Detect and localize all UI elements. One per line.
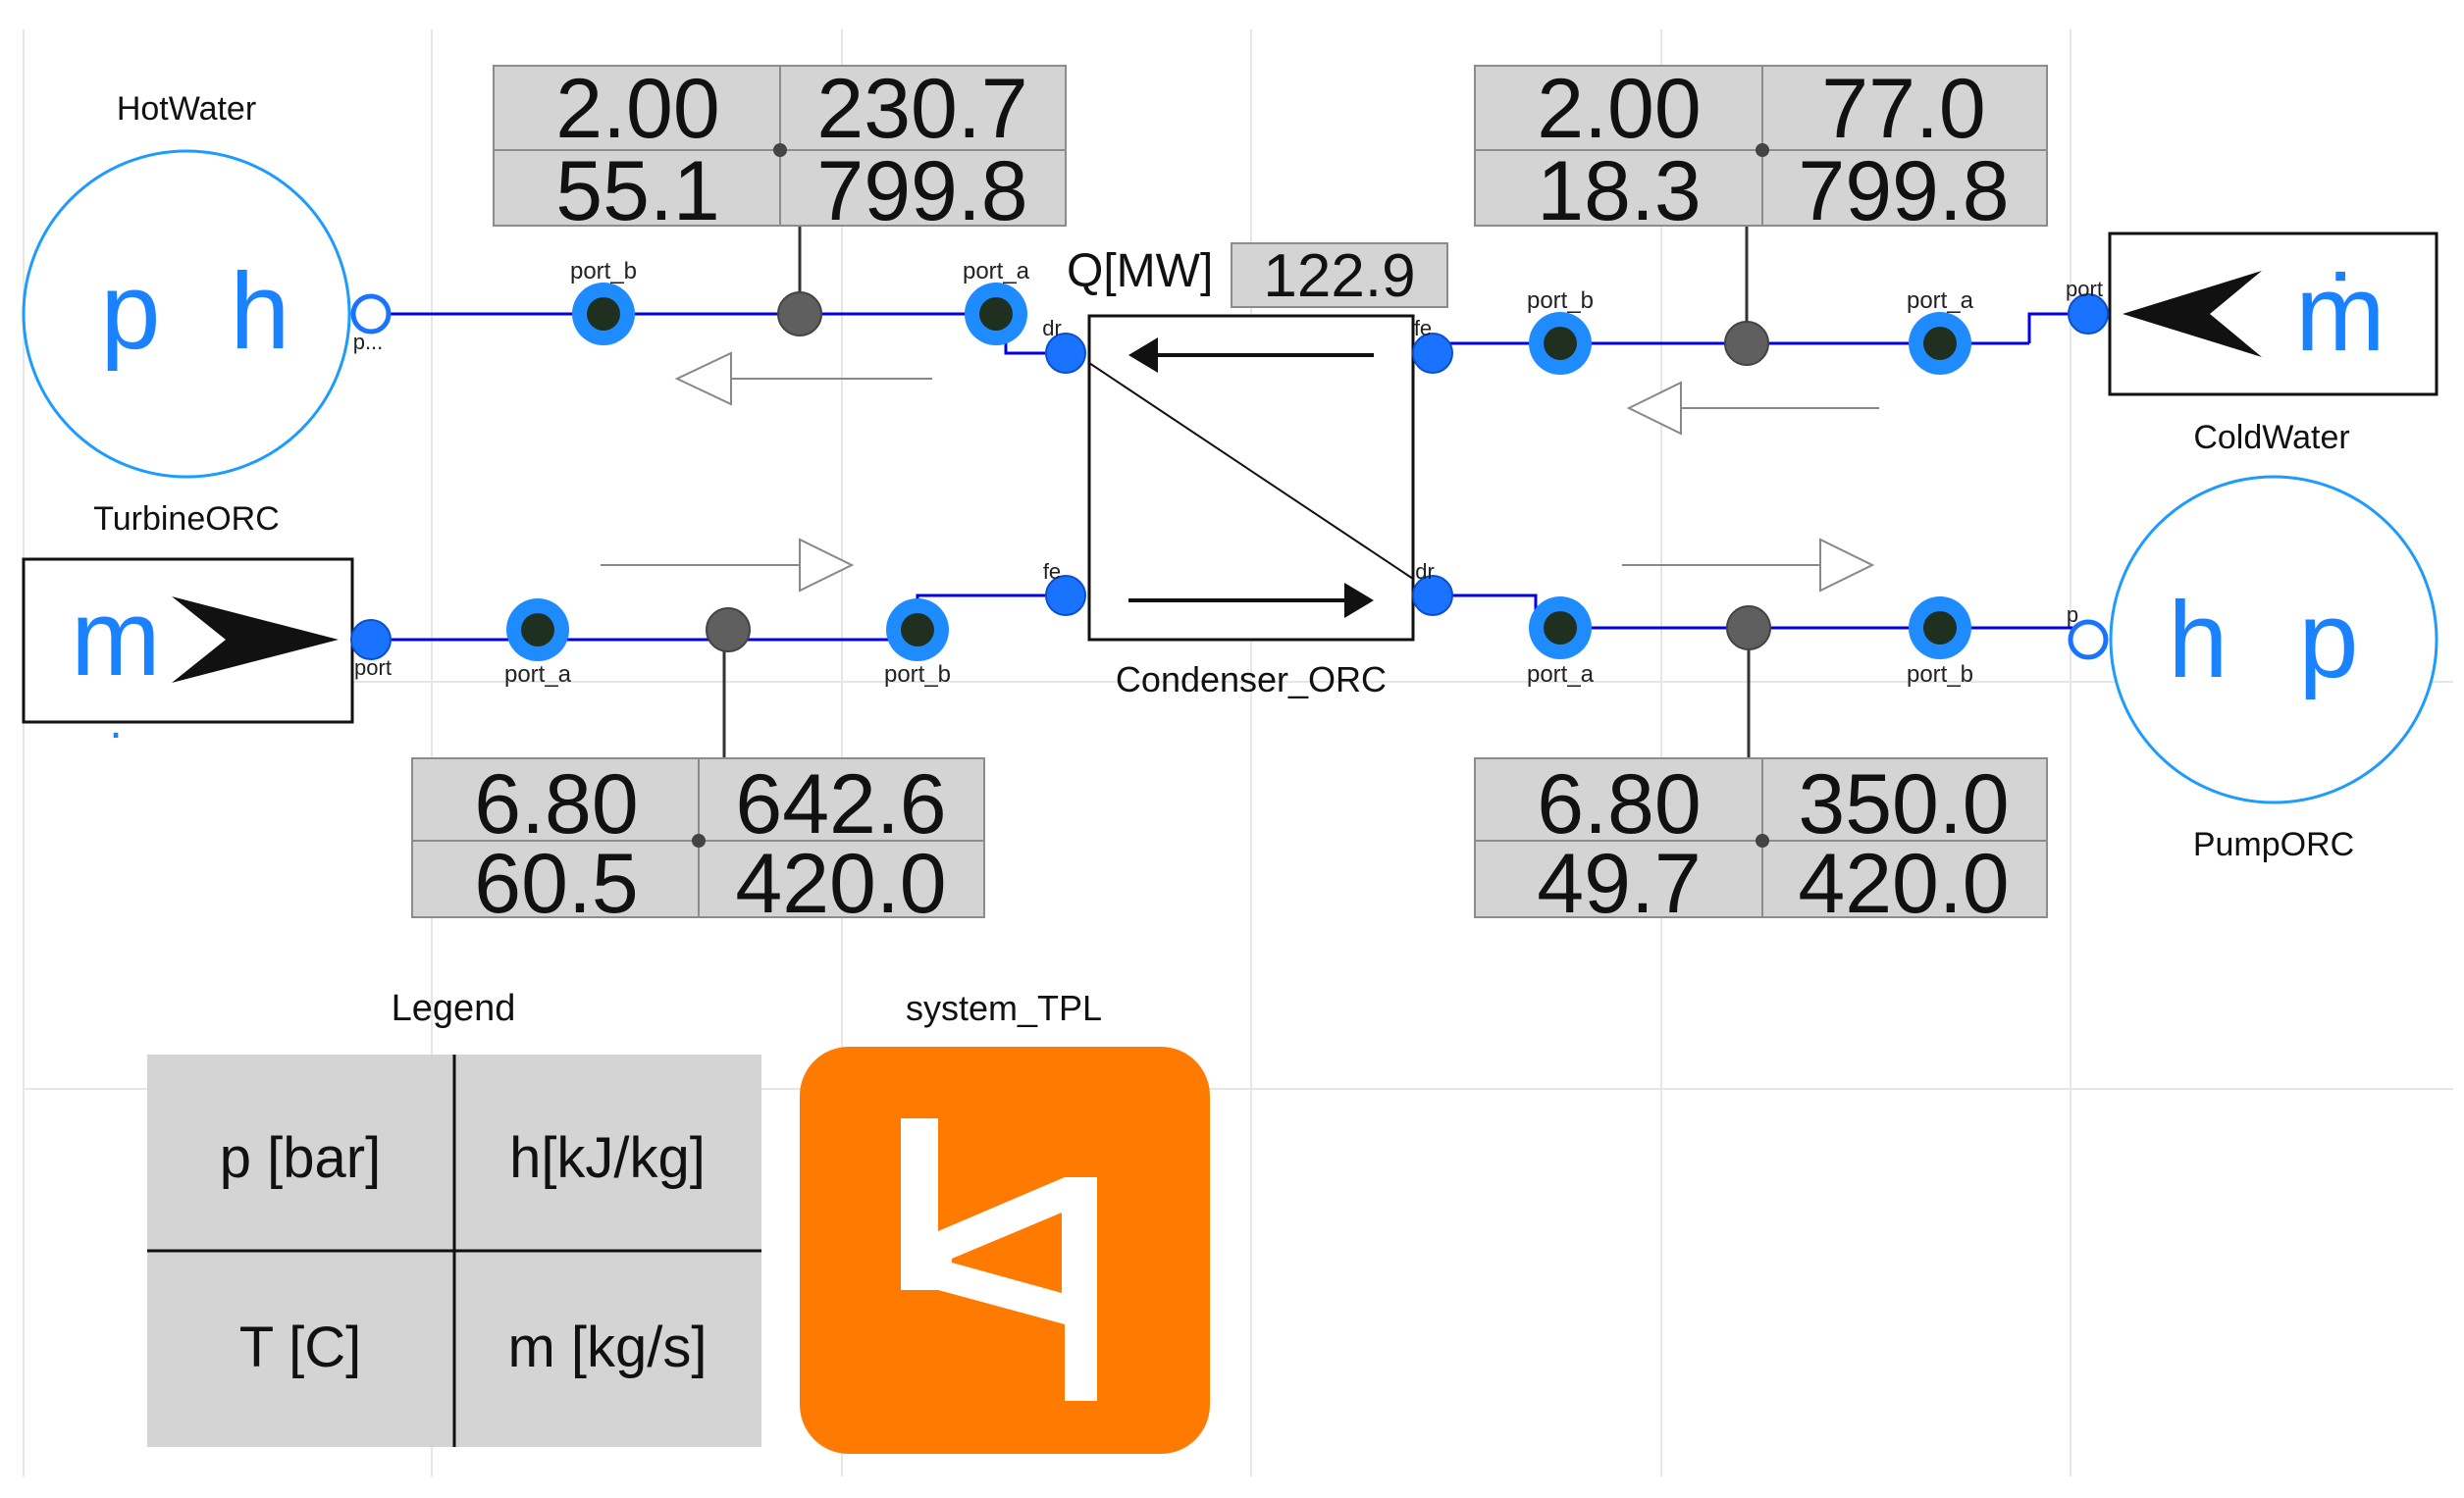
heat-flow-display: 122.9: [1231, 242, 1448, 310]
top-left-massflow-value: 799.8: [816, 144, 1027, 238]
turbine-orc-port[interactable]: port: [350, 619, 392, 680]
svg-text:p: p: [2067, 602, 2078, 627]
hot-water-port[interactable]: p...: [350, 293, 392, 354]
legend-cell-enthalpy: h[kJ/kg]: [509, 1126, 706, 1190]
top-left-sensor-display: 2.00 230.7 55.1 799.8: [493, 62, 1067, 238]
svg-text:port_a: port_a: [1527, 661, 1595, 688]
pump-orc-label: PumpORC: [2193, 826, 2354, 863]
bottom-left-massflow-value: 420.0: [735, 837, 946, 931]
bottom-right-sensor-port-b[interactable]: port_b: [1907, 596, 1973, 688]
legend-cell-pressure: p [bar]: [220, 1126, 381, 1190]
svg-text:port_b: port_b: [1907, 661, 1973, 688]
flow-arrow-left-icon: [674, 351, 932, 406]
condenser-label: Condenser_ORC: [1116, 659, 1387, 699]
pump-orc[interactable]: h p: [2109, 475, 2438, 804]
legend-cell-massflow: m [kg/s]: [507, 1316, 707, 1379]
arrow-left-icon: [1128, 337, 1158, 373]
mass-flow-symbol: m: [71, 578, 161, 698]
svg-text:fe: fe: [1414, 316, 1432, 340]
turbine-dot-mark: .: [109, 697, 122, 749]
bottom-right-pressure-value: 6.80: [1537, 757, 1701, 852]
top-right-pressure-value: 2.00: [1537, 62, 1701, 156]
heat-flow-value: 122.9: [1263, 242, 1415, 310]
heat-flow-label: Q[MW]: [1067, 245, 1213, 297]
enthalpy-symbol: h: [230, 251, 289, 372]
legend-table: p [bar] h[kJ/kg] T [C] m [kg/s]: [147, 1055, 761, 1447]
turbine-orc[interactable]: m: [22, 557, 354, 724]
top-right-sensor-display: 2.00 77.0 18.3 799.8: [1474, 62, 2048, 238]
top-left-temperature-value: 55.1: [555, 144, 719, 238]
pump-orc-port[interactable]: p: [2067, 602, 2109, 660]
legend-title: Legend: [392, 988, 516, 1029]
turbine-orc-label: TurbineORC: [93, 500, 280, 538]
cold-water-label: ColdWater: [2193, 419, 2349, 456]
condenser-port-fe-bottom[interactable]: fe: [1043, 559, 1086, 616]
condenser[interactable]: Condenser_ORC: [1087, 314, 1415, 699]
svg-text:p...: p...: [353, 330, 384, 354]
condenser-port-dr-bottom[interactable]: dr: [1412, 559, 1453, 616]
flow-arrow-right-icon: [601, 538, 855, 593]
svg-text:dr: dr: [1042, 316, 1062, 340]
top-left-sensor-port-a[interactable]: port_a: [963, 258, 1030, 345]
cold-water-source[interactable]: ṁ: [2108, 232, 2438, 396]
top-left-sensor-port-b[interactable]: port_b: [570, 258, 637, 345]
mass-flow-symbol: ṁ: [2295, 253, 2385, 374]
bottom-left-sensor-port-a[interactable]: port_a: [504, 598, 572, 688]
arrow-right-icon: [1344, 583, 1374, 618]
pressure-symbol: p: [100, 251, 160, 372]
top-right-sensor-port-a[interactable]: port_a: [1907, 287, 1974, 375]
arrow-right-icon: [172, 596, 339, 683]
top-left-pressure-value: 2.00: [555, 62, 719, 156]
top-right-sensor-junction[interactable]: [1724, 321, 1769, 366]
top-left-sensor-junction[interactable]: [777, 291, 822, 336]
bottom-left-enthalpy-value: 642.6: [735, 757, 946, 852]
bottom-right-sensor-display: 6.80 350.0 49.7 420.0: [1474, 757, 2048, 931]
hot-water-source[interactable]: p h: [22, 149, 351, 479]
cold-water-port[interactable]: port: [2066, 277, 2109, 335]
system-tpl[interactable]: [800, 1047, 1210, 1454]
top-right-enthalpy-value: 77.0: [1821, 62, 1985, 156]
bottom-right-enthalpy-value: 350.0: [1798, 757, 2009, 852]
flow-arrow-right-icon: [1622, 538, 1875, 593]
legend-cell-temperature: T [C]: [239, 1316, 362, 1379]
pressure-symbol: p: [2298, 580, 2358, 700]
top-left-enthalpy-value: 230.7: [816, 62, 1027, 156]
system-logo-icon: [901, 1118, 1097, 1401]
condenser-port-fe-top[interactable]: fe: [1412, 316, 1453, 374]
bottom-right-sensor-junction[interactable]: [1726, 605, 1771, 650]
arrow-left-icon: [2123, 271, 2262, 357]
condenser-port-dr-top[interactable]: dr: [1042, 316, 1086, 374]
hot-water-label: HotWater: [117, 90, 256, 128]
bottom-right-temperature-value: 49.7: [1537, 837, 1701, 931]
svg-text:fe: fe: [1043, 559, 1061, 584]
bottom-left-sensor-port-b[interactable]: port_b: [884, 598, 951, 688]
bottom-left-sensor-display: 6.80 642.6 60.5 420.0: [411, 757, 985, 931]
top-right-massflow-value: 799.8: [1798, 144, 2009, 238]
svg-text:port: port: [354, 655, 392, 680]
svg-text:port_b: port_b: [1527, 287, 1594, 314]
top-right-sensor-port-b[interactable]: port_b: [1527, 287, 1594, 375]
svg-text:port_b: port_b: [884, 661, 951, 688]
top-right-temperature-value: 18.3: [1537, 144, 1701, 238]
svg-text:port_a: port_a: [1907, 287, 1974, 314]
system-label: system_TPL: [906, 988, 1102, 1028]
bottom-right-massflow-value: 420.0: [1798, 837, 2009, 931]
svg-text:port_a: port_a: [963, 258, 1030, 284]
bottom-left-pressure-value: 6.80: [474, 757, 638, 852]
flow-arrow-left-icon: [1626, 381, 1879, 436]
svg-text:port_a: port_a: [504, 661, 572, 688]
svg-text:port_b: port_b: [570, 258, 637, 284]
bottom-right-sensor-port-a[interactable]: port_a: [1527, 596, 1595, 688]
svg-text:port: port: [2066, 277, 2103, 301]
bottom-left-sensor-junction[interactable]: [706, 607, 751, 652]
bottom-left-temperature-value: 60.5: [474, 837, 638, 931]
top-left-connection: [385, 312, 1066, 355]
enthalpy-symbol: h: [2168, 580, 2228, 700]
svg-text:dr: dr: [1415, 559, 1435, 584]
